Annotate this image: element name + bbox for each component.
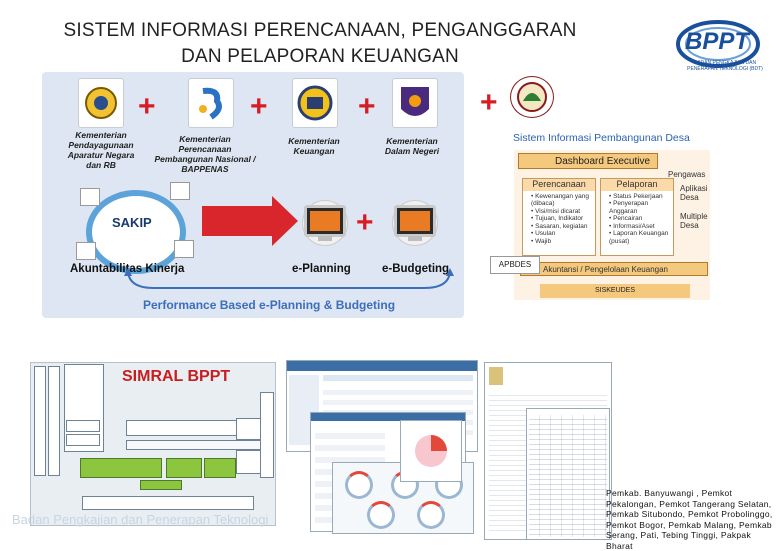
perencanaan-item: • Usulan bbox=[531, 230, 556, 237]
multiple-desa-label: Multiple Desa bbox=[680, 212, 708, 230]
sakip-cycle bbox=[86, 190, 186, 274]
perencanaan-item: • Kewenangan yang (dibaca) bbox=[531, 192, 589, 208]
dashboard-executive: Dashboard Executive bbox=[518, 153, 658, 169]
pie-chart-icon bbox=[415, 435, 447, 467]
ebudgeting-label: e-Budgeting bbox=[382, 263, 450, 275]
bppt-swoosh-icon bbox=[676, 20, 760, 68]
cycle-arrow-icon bbox=[124, 268, 454, 289]
pelaporan-item: • Informasi/Aset bbox=[609, 222, 655, 230]
pelaporan-item: • Status Pekerjaan bbox=[609, 192, 663, 200]
sakip-label: SAKIP bbox=[112, 215, 152, 230]
cycle-step-icon bbox=[174, 240, 194, 258]
plus-icon: + bbox=[356, 206, 374, 239]
plus-icon: + bbox=[480, 86, 498, 119]
plus-icon: + bbox=[138, 90, 156, 123]
bppt-logo bbox=[672, 14, 772, 84]
pemkab-list: Pemkab. Banyuwangi , Pemkot Pekalongan, … bbox=[606, 488, 773, 551]
aplikasi-desa-label: Aplikasi Desa bbox=[680, 184, 708, 202]
process-box bbox=[66, 420, 100, 432]
pelaporan-head: Pelaporan bbox=[601, 179, 673, 191]
perencanaan-item: • Sasaran, kegiatan bbox=[531, 222, 588, 230]
cycle-step-icon bbox=[80, 188, 100, 206]
cycle-step-icon bbox=[76, 242, 96, 260]
pengawas-label: Pengawas bbox=[668, 170, 706, 179]
process-bar bbox=[126, 440, 268, 450]
side-column bbox=[34, 366, 46, 476]
gauge-icon bbox=[417, 501, 445, 529]
simral-module bbox=[166, 458, 202, 478]
plus-icon: + bbox=[358, 90, 376, 123]
footer-organization: Badan Pengkajian dan Penerapan Teknologi bbox=[12, 512, 269, 527]
bappenas-logo bbox=[188, 78, 234, 128]
process-box bbox=[66, 434, 100, 446]
eplanning-monitor-icon bbox=[302, 200, 348, 246]
cycle-step-icon bbox=[170, 182, 190, 200]
gauge-icon bbox=[345, 471, 373, 499]
gauge-icon bbox=[367, 501, 395, 529]
arrow-right-icon bbox=[202, 206, 272, 236]
sisdes-logo bbox=[510, 76, 554, 118]
performance-label: Performance Based e-Planning & Budgeting bbox=[143, 298, 396, 312]
perencanaan-box: Perencanaan • Kewenangan yang (dibaca) •… bbox=[522, 178, 596, 256]
simral-module bbox=[140, 480, 182, 490]
plus-icon: + bbox=[250, 90, 268, 123]
ministry-label-kemendagri: Kementerian Dalam Negeri bbox=[384, 136, 440, 156]
pelaporan-item: • Laporan Keuangan (pusat) bbox=[609, 230, 669, 245]
bppt-name: BPPT bbox=[685, 28, 750, 55]
report-screenshot bbox=[526, 408, 610, 540]
ebudgeting-monitor-icon bbox=[392, 200, 438, 246]
ministry-label-kemenkeu: Kementerian Keuangan bbox=[288, 136, 340, 156]
akuntabilitas-label: Akuntabilitas Kinerja bbox=[70, 263, 185, 275]
chart-screenshot bbox=[400, 420, 462, 482]
bppt-subtitle: BADAN PENGKAJIAN DAN PENERAPAN TEKNOLOGI… bbox=[687, 60, 763, 72]
perencanaan-item: • Tujuan, Indikator bbox=[531, 215, 584, 222]
kemendagri-logo bbox=[392, 78, 438, 128]
side-column bbox=[48, 366, 60, 476]
arrow-head-icon bbox=[272, 196, 298, 246]
ministry-label-menpan: Kementerian Pendayagunaan Aparatur Negar… bbox=[67, 130, 135, 170]
side-column bbox=[260, 392, 274, 478]
process-box bbox=[126, 420, 238, 436]
pelaporan-box: Pelaporan • Status Pekerjaan • Penyerapa… bbox=[600, 178, 674, 256]
apbdes-label: APBDES bbox=[490, 256, 540, 274]
page-title-line1: SISTEM INFORMASI PERENCANAAN, PENGANGGAR… bbox=[63, 20, 577, 41]
eplanning-label: e-Planning bbox=[292, 263, 351, 275]
perencanaan-item: • Visi/misi dicarat bbox=[531, 207, 581, 215]
process-bar bbox=[82, 496, 254, 510]
akuntansi-bar: Akuntansi / Pengelolaan Keuangan bbox=[520, 262, 708, 276]
process-box bbox=[236, 450, 264, 474]
siskeudes-label: SISKEUDES bbox=[540, 284, 690, 298]
kemenkeu-logo bbox=[292, 78, 338, 128]
simral-module bbox=[80, 458, 162, 478]
page-title-line2: DAN PELAPORAN KEUANGAN bbox=[181, 46, 459, 67]
simral-module bbox=[204, 458, 236, 478]
page-title: SISTEM INFORMASI PERENCANAAN, PENGANGGAR… bbox=[0, 18, 640, 70]
perencanaan-item: • Wajib bbox=[531, 237, 552, 245]
sisdes-title: Sistem Informasi Pembangunan Desa bbox=[513, 132, 690, 144]
simral-title: SIMRAL BPPT bbox=[122, 368, 231, 385]
pelaporan-item: • Penyerapan Anggaran bbox=[609, 200, 649, 215]
ministry-label-bappenas: Kementerian Perencanaan Pembangunan Nasi… bbox=[154, 134, 256, 174]
pelaporan-item: • Pencairan bbox=[609, 215, 643, 222]
menpan-logo bbox=[78, 78, 124, 128]
perencanaan-head: Perencanaan bbox=[523, 179, 595, 191]
